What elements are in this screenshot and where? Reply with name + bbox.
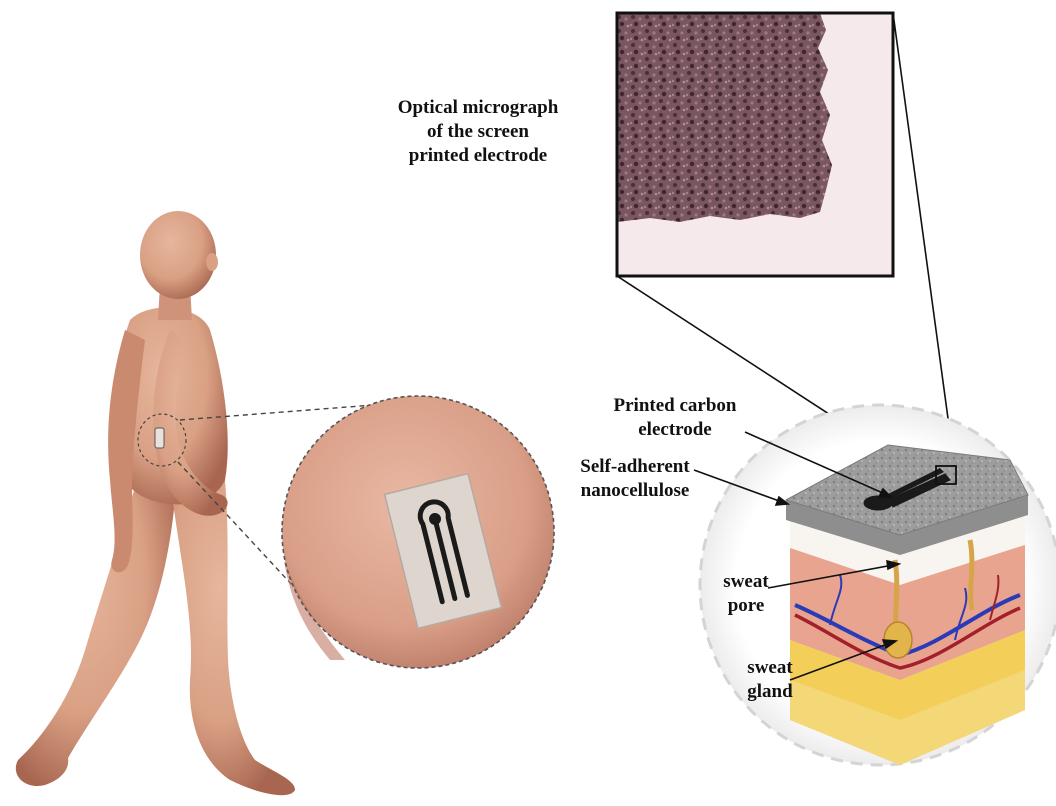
micrograph-inset xyxy=(617,13,893,276)
magnified-skin-circle xyxy=(282,396,554,668)
label-printed-electrode-line-2: electrode xyxy=(590,418,760,442)
label-printed-carbon-electrode: Printed carbon electrode xyxy=(590,394,760,442)
label-sweat-gland: sweat gland xyxy=(732,656,808,704)
label-optical-micrograph: Optical micrograph of the screen printed… xyxy=(362,96,594,168)
label-micrograph-line-1: Optical micrograph xyxy=(362,96,594,120)
walking-man-figure xyxy=(16,211,295,795)
label-self-adherent-nanocellulose: Self-adherent nanocellulose xyxy=(560,455,710,503)
label-micrograph-line-2: of the screen xyxy=(362,120,594,144)
label-micrograph-line-3: printed electrode xyxy=(362,144,594,168)
label-sweat-pore: sweat pore xyxy=(708,570,784,618)
label-sweat-pore-line-2: pore xyxy=(708,594,784,618)
micrograph-leader-right xyxy=(893,13,955,470)
label-sweat-gland-line-2: gland xyxy=(732,680,808,704)
label-printed-electrode-line-1: Printed carbon xyxy=(590,394,760,418)
label-sweat-pore-line-1: sweat xyxy=(708,570,784,594)
micrograph-electrode-region xyxy=(617,13,832,222)
label-sweat-gland-line-1: sweat xyxy=(732,656,808,680)
label-nanocellulose-line-1: Self-adherent xyxy=(560,455,710,479)
label-nanocellulose-line-2: nanocellulose xyxy=(560,479,710,503)
